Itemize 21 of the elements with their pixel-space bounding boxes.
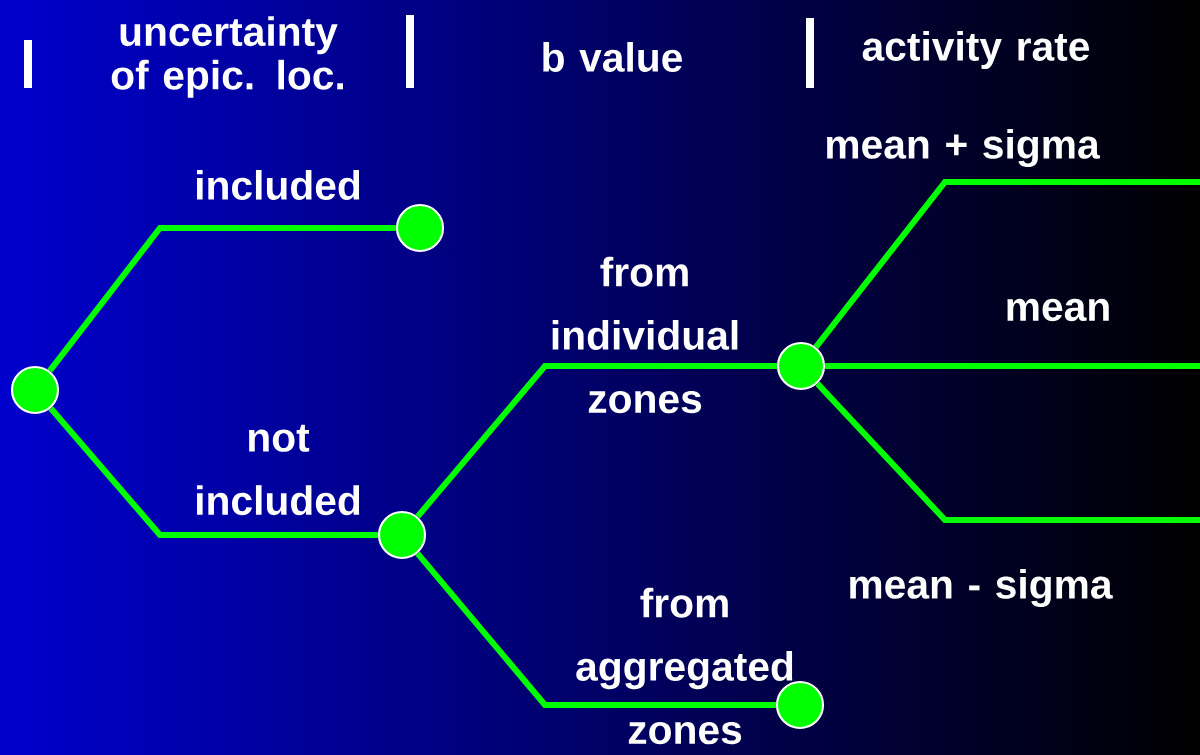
node-circle [395,203,445,253]
edge-label: mean + sigma [827,128,1100,168]
column-heading: activity rate [862,31,1090,69]
edge-label: included [197,170,360,200]
branch-line [415,362,777,519]
node-circle [377,510,427,560]
branch-line [825,362,1200,370]
node-circle [776,341,826,391]
branch-line [815,381,1200,524]
edge-label: mean [1007,298,1109,322]
edge-label: from aggregated zones [576,587,793,745]
edge-label: not included [197,424,360,516]
branch-line [813,178,1200,349]
edge-label: mean - sigma [850,568,1113,608]
column-heading: b value [543,42,682,72]
branch-line [48,406,378,539]
branch-line [415,551,776,709]
edge-label: from individual zones [552,256,738,414]
column-heading: uncertainty of epic. loc. [111,16,343,98]
branch-line [47,224,396,373]
node-circle [10,365,60,415]
